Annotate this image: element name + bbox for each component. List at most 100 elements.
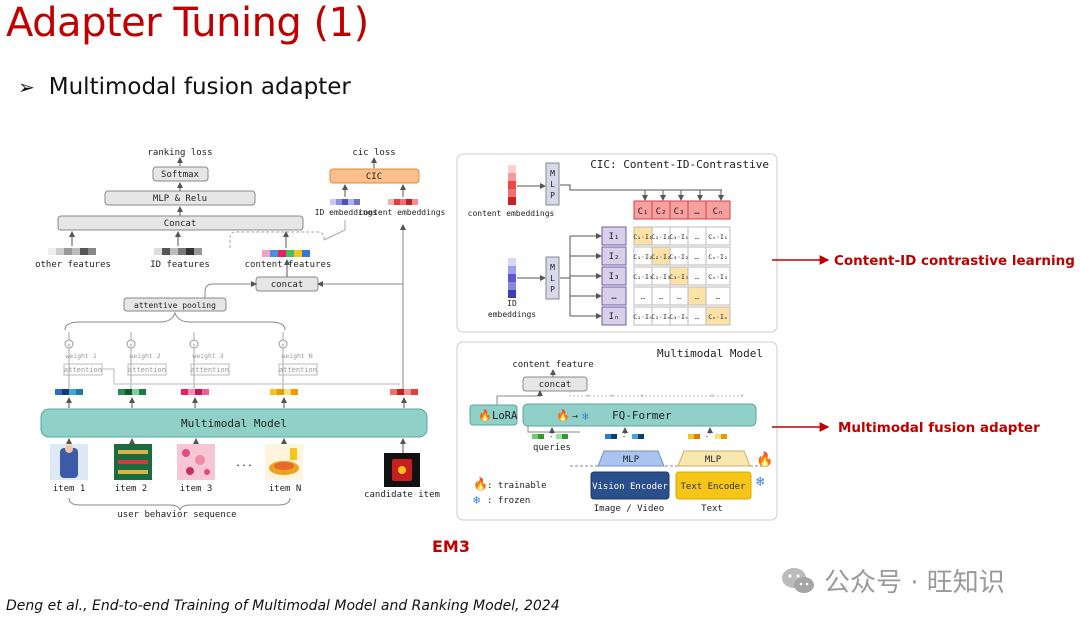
- fq-snowflake-icon: ❄: [582, 410, 589, 423]
- mm-concat-label: concat: [539, 380, 572, 390]
- text-input-label: Text: [701, 504, 723, 514]
- left-diagram: ranking loss Softmax MLP & Relu Concat o…: [35, 148, 445, 520]
- lora-box: [469, 404, 518, 426]
- cic-cell: C₂·I₃: [651, 273, 671, 281]
- candidate-item-image: [384, 453, 420, 487]
- cic-id-vector: [508, 258, 516, 298]
- cic-row-3: I₃: [609, 272, 620, 282]
- svg-text:+: +: [640, 393, 644, 400]
- legend-frozen: : frozen: [487, 496, 530, 506]
- mlp-relu-label: MLP & Relu: [153, 194, 207, 204]
- cic-cell: C₂·Iₙ: [651, 313, 671, 321]
- concat-label: Concat: [164, 219, 197, 229]
- cic-col-3: C₃: [674, 207, 685, 217]
- cic-mlp-top-p: P: [550, 191, 555, 200]
- cic-label: CIC: [366, 172, 382, 182]
- svg-text:-: -: [622, 433, 626, 441]
- id-embeddings-label: ID embeddings: [315, 208, 378, 217]
- cic-cell-bg: [705, 266, 731, 286]
- mlp-relu-box: [104, 190, 256, 206]
- cic-col-4: …: [694, 207, 700, 217]
- cic-cell: C₁·Iₙ: [633, 313, 653, 321]
- cic-cell: …: [716, 293, 720, 301]
- item-3-label: item 3: [180, 484, 213, 494]
- svg-text:-: -: [705, 433, 709, 441]
- multimodal-model-box: [40, 408, 428, 438]
- content-embeddings-label: content embeddings: [359, 208, 446, 217]
- encoder-snowflake-icon: ❄: [756, 474, 765, 490]
- svg-text:+: +: [740, 393, 744, 400]
- mm-panel-title: Multimodal Model: [657, 347, 763, 360]
- svg-text:×: ×: [281, 342, 285, 349]
- text-mlp-trapezoid: [677, 450, 751, 467]
- other-features-bar: [48, 248, 96, 255]
- cic-cell: …: [641, 293, 645, 301]
- cic-cell: C₃·I₁: [669, 233, 689, 241]
- cic-column-headers: C₁ C₂ C₃ … Cₙ: [633, 200, 731, 220]
- watermark-text: 公众号 · 旺知识: [824, 568, 1005, 598]
- cic-cell: C₁·I₂: [633, 253, 653, 261]
- ranking-loss-label: ranking loss: [147, 148, 212, 158]
- cic-loss-label: cic loss: [352, 148, 395, 158]
- text-encoder-label: Text Encoder: [680, 482, 746, 492]
- legend-flame-icon: 🔥: [473, 477, 488, 491]
- weight-label-n: weight N: [281, 352, 312, 360]
- bullet-point: ➢ Multimodal fusion adapter: [18, 74, 351, 100]
- cic-cell: …: [695, 273, 699, 281]
- items-ellipsis: ...: [235, 458, 253, 469]
- bullet-text: Multimodal fusion adapter: [48, 74, 351, 100]
- cic-content-embeddings-bar: [388, 199, 418, 205]
- vision-tokens: -: [605, 433, 644, 441]
- cic-cell: Cₙ·Iₙ: [708, 313, 728, 321]
- concat-lower-label: concat: [271, 280, 304, 290]
- content-features-bar: [262, 250, 310, 257]
- item-n-label: item N: [269, 484, 302, 494]
- mm-callout-label: Multimodal fusion adapter: [838, 420, 1040, 436]
- text-encoder-box: [675, 471, 752, 500]
- cic-id-embeddings-text-2: embeddings: [488, 310, 536, 319]
- fq-arrow-icon: →: [572, 411, 578, 422]
- multimodal-model-label: Multimodal Model: [181, 417, 287, 430]
- item-2-image: [114, 444, 152, 480]
- attention-label-1: attention: [64, 366, 102, 374]
- attentive-pooling-label: attentive pooling: [134, 301, 216, 310]
- figure-caption: EM3: [432, 537, 470, 556]
- cic-row-2: I₂: [609, 252, 620, 262]
- cic-cell-bg: [705, 226, 731, 246]
- attention-block-1: × attention weight 1: [63, 332, 103, 390]
- attention-label-2: attention: [128, 366, 166, 374]
- item-3-image: [177, 444, 215, 480]
- queries-label: queries: [533, 443, 571, 453]
- cic-cell: C₃·I₃: [669, 273, 689, 281]
- cic-cell: Cₙ·I₁: [708, 233, 728, 241]
- cic-cell: C₁·I₃: [633, 273, 653, 281]
- cic-cell: …: [659, 293, 663, 301]
- item-1-image: [50, 444, 88, 480]
- cic-col-1: C₁: [638, 207, 649, 217]
- watermark: 公众号 · 旺知识: [780, 562, 1005, 599]
- other-features-label: other features: [35, 260, 111, 270]
- cic-cell: C₂·I₁: [651, 233, 671, 241]
- attention-label-n: attention: [279, 366, 317, 374]
- vision-encoder-label: Vision Encoder: [592, 482, 668, 492]
- cic-box: [329, 168, 420, 184]
- text-mlp-label: MLP: [705, 455, 722, 465]
- cic-col-2: C₂: [656, 207, 667, 217]
- svg-text:×: ×: [192, 342, 196, 349]
- vision-mlp-trapezoid: [597, 450, 665, 467]
- cic-cell-bg: [705, 306, 731, 326]
- lora-flame-icon: 🔥: [478, 409, 492, 422]
- cic-cell: C₃·I₂: [669, 253, 689, 261]
- svg-text:×: ×: [67, 342, 71, 349]
- svg-text:+: +: [610, 393, 614, 400]
- cic-cell: …: [695, 313, 699, 321]
- user-behavior-sequence-label: user behavior sequence: [117, 510, 236, 520]
- bullet-arrow-icon: ➢: [18, 75, 35, 99]
- cic-row-1: I₁: [609, 232, 620, 242]
- cic-mlp-top-m: M: [550, 169, 555, 178]
- cic-mlp-top: [545, 162, 560, 206]
- text-tokens: -: [688, 433, 727, 441]
- cic-matrix: C₁·I₁C₂·I₁C₃·I₁…Cₙ·I₁C₁·I₂C₂·I₂C₃·I₂…Cₙ·…: [633, 226, 731, 326]
- citation: Deng et al., End-to-end Training of Mult…: [6, 598, 560, 614]
- legend-snowflake-icon: ❄: [473, 493, 480, 507]
